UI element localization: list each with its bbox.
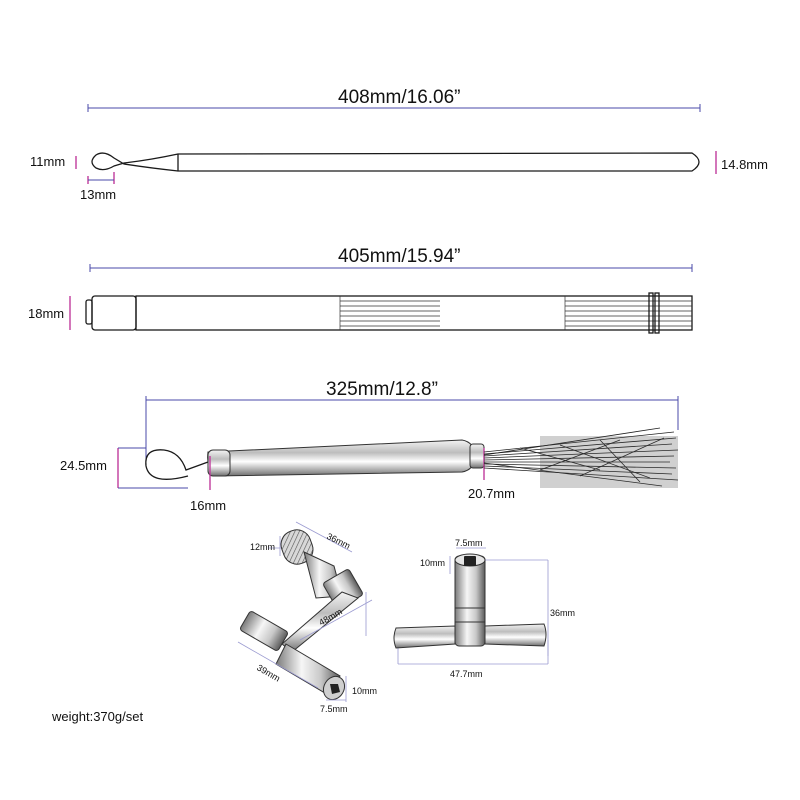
stick-butt-label: 14.8mm <box>721 157 768 172</box>
retractable-brush <box>69 264 693 334</box>
wire-length-label: 325mm/12.8” <box>326 379 438 400</box>
drumstick <box>75 104 717 184</box>
retract-wires-1 <box>339 296 440 330</box>
drum-key-crank <box>237 521 373 702</box>
retract-wires-2 <box>564 296 692 330</box>
retract-length-label: 405mm/15.94” <box>338 246 461 267</box>
key2-socket-label: 10mm <box>420 558 446 568</box>
key2-height-label: 36mm <box>550 608 576 618</box>
key2-width-label: 47.7mm <box>450 669 483 679</box>
wire-brush <box>117 396 679 490</box>
drumstick-outline <box>91 152 700 172</box>
wire-bristles <box>483 427 679 487</box>
wire-bristle-label: 20.7mm <box>468 486 515 501</box>
drum-key-t <box>393 547 549 665</box>
stick-length-label: 408mm/16.06” <box>338 87 461 108</box>
key1-head-label: 12mm <box>250 542 276 552</box>
wire-loop <box>145 449 209 480</box>
key2-socket-width-label: 7.5mm <box>455 538 483 548</box>
stick-tip-label: 11mm <box>30 154 66 169</box>
wire-grip-label: 16mm <box>190 498 227 513</box>
key1-socket-width-label: 7.5mm <box>320 704 348 714</box>
retract-diameter-label: 18mm <box>28 306 65 321</box>
stick-tip-length-label: 13mm <box>80 187 117 202</box>
key1-socket-label: 10mm <box>352 686 378 696</box>
wire-handle <box>207 439 477 477</box>
weight-label: weight:370g/set <box>52 709 144 724</box>
wire-loop-label: 24.5mm <box>60 458 107 473</box>
